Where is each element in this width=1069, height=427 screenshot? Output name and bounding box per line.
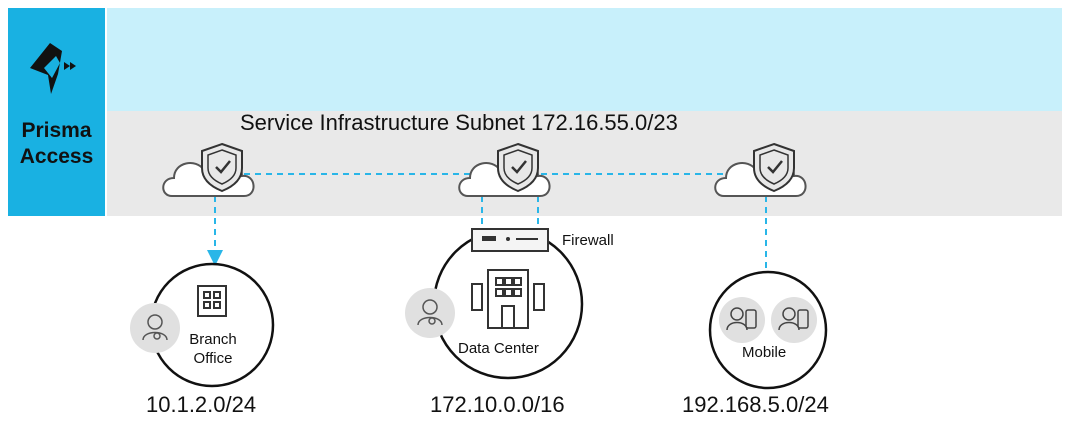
- upper-band: [107, 8, 1062, 111]
- datacenter-network-address: 172.10.0.0/16: [430, 392, 565, 417]
- prisma-access-panel: Prisma Access: [8, 8, 105, 216]
- branch-office-label-line1: Branch: [189, 331, 237, 348]
- prisma-access-logo-icon: [30, 43, 76, 94]
- building-icon: [197, 285, 227, 317]
- subnet-title: Service Infrastructure Subnet 172.16.55.…: [240, 110, 678, 135]
- data-center-label: Data Center: [458, 340, 539, 357]
- brand-name-line2: Access: [19, 145, 94, 168]
- cloud-node-mobile: [714, 142, 807, 197]
- mobile-user-icon: [771, 297, 817, 343]
- mobile-site: [708, 270, 828, 390]
- mobile-network-address: 192.168.5.0/24: [682, 392, 829, 417]
- firewall-appliance-icon: [471, 228, 549, 252]
- data-center-site: [404, 228, 584, 380]
- branch-network-address: 10.1.2.0/24: [146, 392, 257, 417]
- firewall-label: Firewall: [562, 232, 614, 249]
- mobile-user-icon: [719, 297, 765, 343]
- datacenter-icon: [471, 269, 545, 329]
- brand-name: Prisma Access: [8, 118, 105, 170]
- branch-office-label-line2: Office: [193, 350, 233, 367]
- branch-office-site: [129, 262, 275, 388]
- user-icon: [129, 302, 181, 354]
- branch-office-label: Branch Office: [180, 330, 246, 368]
- cloud-node-branch: [162, 142, 255, 197]
- cloud-node-datacenter: [458, 142, 551, 197]
- brand-name-line1: Prisma: [21, 119, 92, 142]
- user-icon: [404, 287, 456, 339]
- service-subnet-band: [107, 111, 1062, 216]
- mobile-label: Mobile: [742, 344, 787, 361]
